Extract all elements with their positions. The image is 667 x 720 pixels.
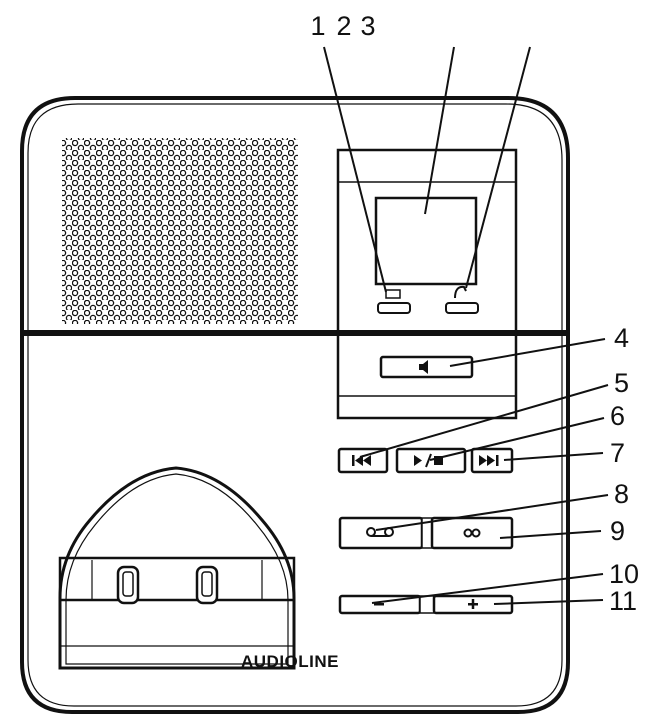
device-body bbox=[20, 96, 570, 714]
delete-icon bbox=[463, 528, 481, 538]
skip-forward-button[interactable] bbox=[470, 447, 514, 474]
callout-2: 2 bbox=[336, 11, 351, 41]
volume-separator bbox=[419, 595, 435, 614]
cradle-tray bbox=[58, 556, 296, 602]
callout-5: 5 bbox=[614, 368, 629, 398]
brand-logo: AUDIOLINE bbox=[241, 652, 339, 671]
callout-7: 7 bbox=[610, 438, 625, 468]
delete-button[interactable] bbox=[430, 516, 514, 550]
plus-icon bbox=[468, 599, 478, 609]
cradle-hook-right bbox=[195, 565, 219, 605]
message-led bbox=[377, 289, 411, 314]
callout-10: 10 bbox=[609, 559, 639, 589]
callout-numbers: 1 2 3 4 5 6 7 8 9 10 11 bbox=[310, 11, 639, 616]
record-button[interactable] bbox=[338, 516, 424, 550]
callout-6: 6 bbox=[610, 401, 625, 431]
line-led bbox=[445, 285, 479, 314]
callout-1: 1 bbox=[310, 11, 325, 41]
speaker-button[interactable] bbox=[379, 355, 474, 379]
volume-up-button[interactable] bbox=[432, 594, 514, 615]
callout-3: 3 bbox=[360, 11, 375, 41]
callout-11: 11 bbox=[609, 586, 637, 616]
callout-8: 8 bbox=[614, 479, 629, 509]
play-stop-icon bbox=[414, 453, 443, 468]
envelope-icon bbox=[385, 289, 401, 299]
callout-4: 4 bbox=[614, 323, 629, 353]
handset-icon bbox=[454, 285, 467, 299]
skip-forward-icon bbox=[479, 455, 499, 466]
skip-back-button[interactable] bbox=[337, 447, 389, 474]
handset-cradle bbox=[58, 466, 296, 670]
speaker-grille bbox=[62, 138, 298, 324]
leader-lines bbox=[323, 46, 609, 605]
minus-icon bbox=[374, 603, 384, 606]
callout-9: 9 bbox=[610, 516, 625, 546]
body-divider bbox=[24, 330, 566, 336]
speaker-icon bbox=[419, 360, 428, 374]
cradle-hook-left bbox=[116, 565, 140, 605]
